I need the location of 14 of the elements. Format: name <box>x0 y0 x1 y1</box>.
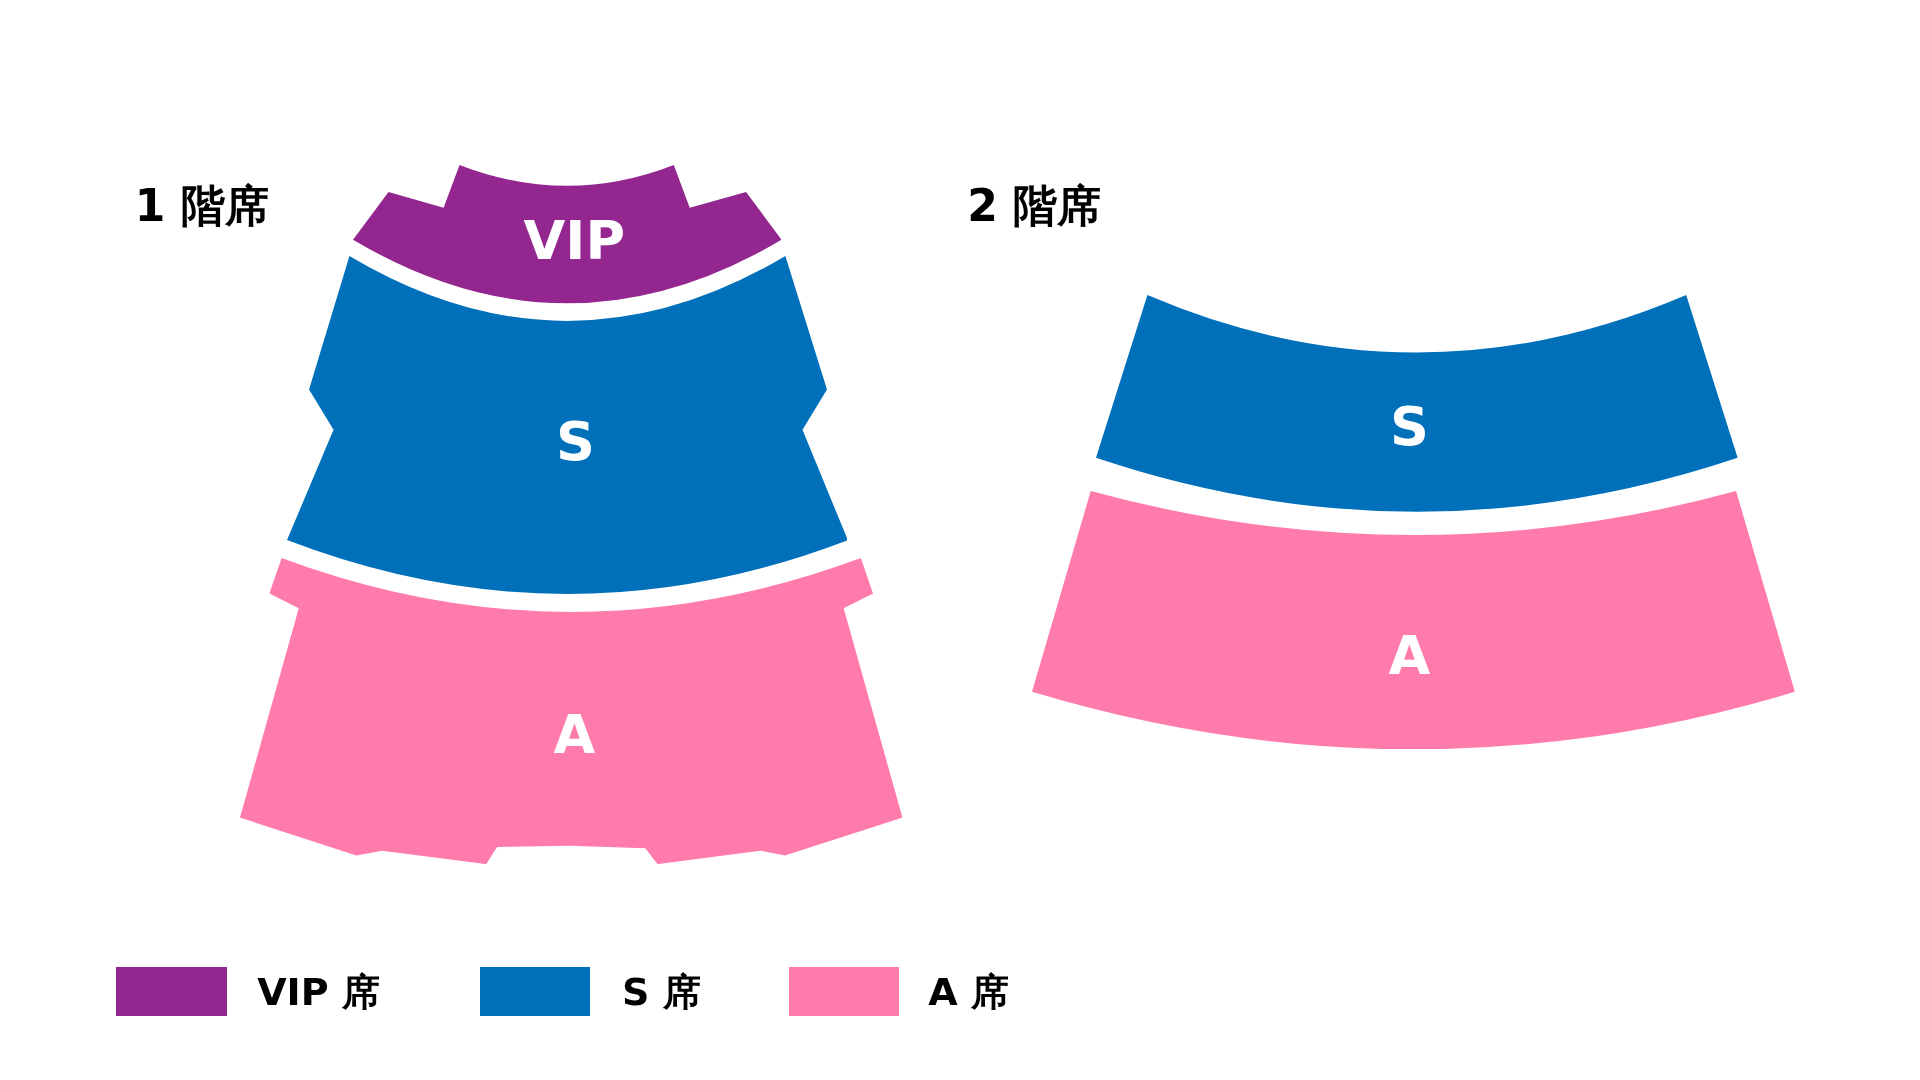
legend-label: S 席 <box>622 972 701 1011</box>
seating-section <box>1032 491 1796 750</box>
floor-title: 1 階席 <box>134 183 269 228</box>
seating-section <box>1095 295 1738 512</box>
floor-title: 2 階席 <box>967 183 1102 228</box>
section-label: VIP <box>523 214 625 269</box>
seating-section <box>352 165 782 304</box>
section-label: S <box>1389 400 1429 455</box>
legend-label: A 席 <box>928 972 1009 1011</box>
legend-label: VIP 席 <box>257 972 380 1011</box>
section-label: A <box>1388 629 1431 684</box>
seating-section <box>240 558 903 865</box>
section-label: A <box>553 707 596 762</box>
section-label: S <box>556 415 595 469</box>
